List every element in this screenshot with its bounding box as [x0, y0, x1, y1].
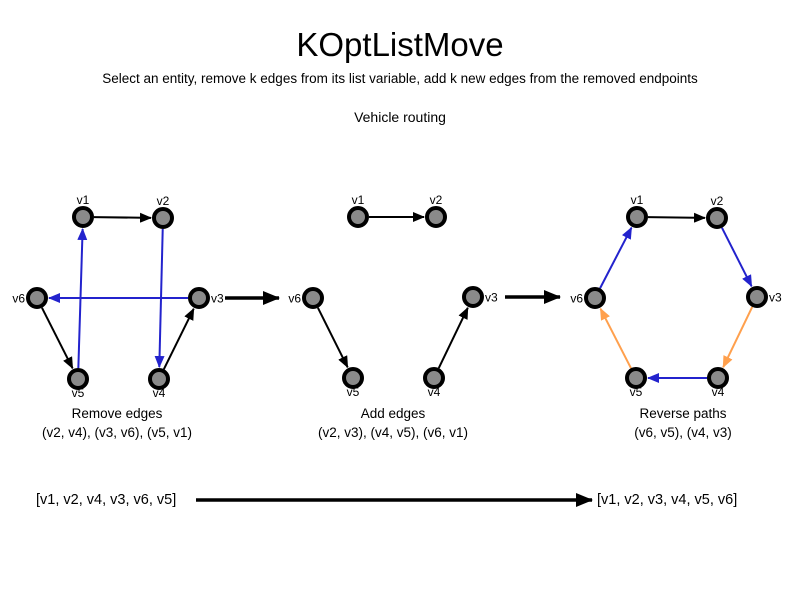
edge-v2-v3 [721, 227, 753, 288]
node-add-edges-v5 [342, 367, 364, 389]
section-label: Vehicle routing [354, 109, 446, 125]
graph-caption-reverse-paths-1: Reverse paths [639, 406, 726, 421]
page-title: KOptListMove [296, 26, 504, 63]
node-add-edges-v6 [302, 287, 324, 309]
node-add-edges-v2 [425, 206, 447, 228]
node-label-add-edges-v2: v2 [430, 193, 443, 207]
node-label-reverse-paths-v2: v2 [711, 194, 724, 208]
node-remove-edges-v4 [148, 368, 170, 390]
edge-v5-v1 [77, 227, 88, 369]
node-add-edges-v3 [462, 286, 484, 308]
node-label-reverse-paths-v5: v5 [630, 385, 643, 399]
node-label-add-edges-v6: v6 [288, 292, 301, 306]
node-reverse-paths-v6 [584, 287, 606, 309]
node-label-remove-edges-v3: v3 [211, 292, 224, 306]
node-label-remove-edges-v1: v1 [77, 193, 90, 207]
list-before: [v1, v2, v4, v3, v6, v5] [36, 492, 176, 508]
list-after: [v1, v2, v3, v4, v5, v6] [597, 492, 737, 508]
node-label-add-edges-v1: v1 [352, 193, 365, 207]
node-label-remove-edges-v5: v5 [72, 386, 85, 400]
node-label-reverse-paths-v1: v1 [631, 193, 644, 207]
node-label-reverse-paths-v6: v6 [570, 292, 583, 306]
edge-v6-v5 [317, 307, 349, 369]
node-remove-edges-v1 [72, 206, 94, 228]
node-label-add-edges-v3: v3 [485, 291, 498, 305]
node-remove-edges-v2 [152, 207, 174, 229]
edge-v4-v3 [162, 307, 195, 370]
edge-v6-v1 [599, 226, 633, 289]
graph-caption-add-edges-2: (v2, v3), (v4, v5), (v6, v1) [318, 425, 468, 440]
node-reverse-paths-v1 [626, 206, 648, 228]
node-remove-edges-v3 [188, 287, 210, 309]
node-reverse-paths-v4 [707, 367, 729, 389]
node-label-reverse-paths-v4: v4 [712, 385, 725, 399]
node-add-edges-v1 [347, 206, 369, 228]
graph-caption-remove-edges-1: Remove edges [72, 406, 163, 421]
graph-caption-add-edges-1: Add edges [361, 406, 426, 421]
node-reverse-paths-v5 [625, 367, 647, 389]
edge-v3-v4 [722, 306, 754, 369]
edge-v6-v5 [41, 307, 74, 370]
graph-caption-remove-edges-2: (v2, v4), (v3, v6), (v5, v1) [42, 425, 192, 440]
node-remove-edges-v5 [67, 368, 89, 390]
node-label-add-edges-v4: v4 [428, 385, 441, 399]
node-label-remove-edges-v2: v2 [157, 194, 170, 208]
node-label-reverse-paths-v3: v3 [769, 291, 782, 305]
edge-v4-v3 [437, 306, 469, 369]
node-reverse-paths-v3 [746, 286, 768, 308]
edge-v1-v2 [647, 212, 707, 223]
page-subtitle: Select an entity, remove k edges from it… [102, 71, 698, 86]
node-label-add-edges-v5: v5 [347, 385, 360, 399]
graph-caption-reverse-paths-2: (v6, v5), (v4, v3) [634, 425, 732, 440]
node-remove-edges-v6 [26, 287, 48, 309]
node-add-edges-v4 [423, 367, 445, 389]
node-label-remove-edges-v4: v4 [153, 386, 166, 400]
edge-v1-v2 [93, 212, 153, 223]
edge-v5-v6 [599, 307, 632, 369]
node-reverse-paths-v2 [706, 207, 728, 229]
node-label-remove-edges-v6: v6 [12, 292, 25, 306]
